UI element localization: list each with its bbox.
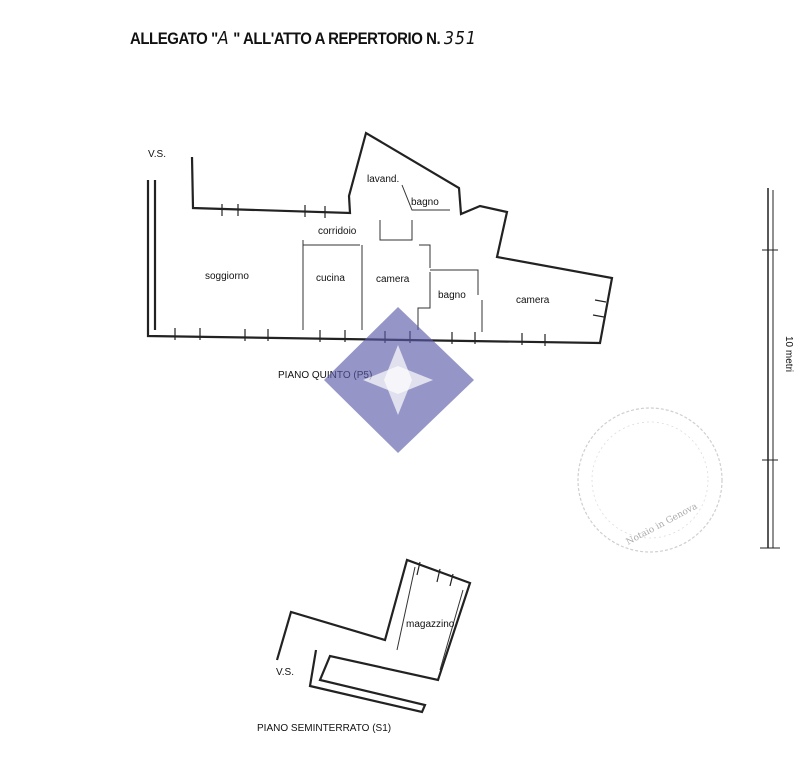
room-bagno-2: bagno [411,197,439,208]
wall-bagno-upper [379,220,413,241]
scale-label: 10 metri [783,336,794,372]
room-camera-1: camera [376,274,410,285]
wall-corridor-stub [419,244,431,268]
repertorio-number: 351 [443,28,477,49]
basement-title: PIANO SEMINTERRATO (S1) [257,723,391,734]
floor5-title: PIANO QUINTO (P5) [278,370,372,381]
room-camera-2: camera [516,295,550,306]
notary-stamp: Notaio in Genova [577,407,723,553]
room-corridoio: corridoio [318,226,357,237]
header-letter: A [217,28,230,49]
basement-inner-wall [396,566,464,671]
basement-window-marks [416,561,454,587]
document-header: ALLEGATO "A " ALL'ATTO A REPERTORIO N. 3… [130,28,477,49]
scale-bar: 10 metri [760,188,794,549]
header-middle: " ALL'ATTO A REPERTORIO N. [229,29,441,48]
wall-lavand [401,184,450,211]
basement-plan: magazzino V.S. PIANO SEMINTERRATO (S1) [257,558,472,734]
basement-vs-label: V.S. [276,667,294,678]
watermark-logo [324,307,474,453]
floor5-outer-wall [146,131,614,345]
wall-bagno-top [430,269,479,295]
header-prefix: ALLEGATO " [130,29,218,48]
basement-outer-wall [275,558,472,714]
room-lavand: lavand. [367,174,399,185]
floor5-vs-label: V.S. [148,149,166,160]
room-soggiorno: soggiorno [205,271,249,282]
room-magazzino: magazzino [406,619,455,630]
wall-camera-bagno [417,272,431,330]
room-cucina: cucina [316,273,345,284]
room-bagno-1: bagno [438,290,466,301]
